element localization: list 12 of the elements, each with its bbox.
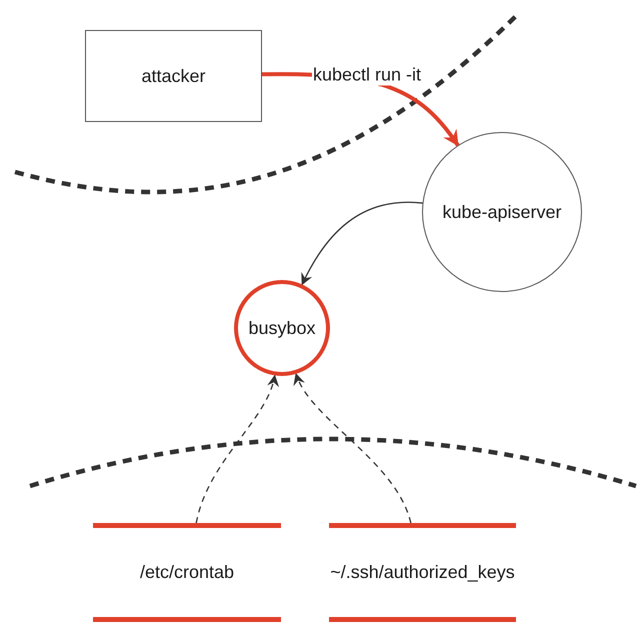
arrow: [294, 373, 412, 524]
data-store: [93, 523, 281, 622]
data-store: [329, 523, 516, 622]
edge-label: kubectl run -it: [312, 64, 422, 86]
process-box: [85, 30, 262, 122]
arrow: [196, 374, 278, 524]
node-label: /etc/crontab: [140, 562, 234, 583]
node-label: busybox: [248, 318, 316, 338]
arrow: [302, 202, 423, 286]
node-label: ~/.ssh/authorized_keys: [330, 562, 515, 583]
node-label: attacker: [141, 66, 206, 86]
node-label: kube-apiserver: [442, 202, 562, 222]
